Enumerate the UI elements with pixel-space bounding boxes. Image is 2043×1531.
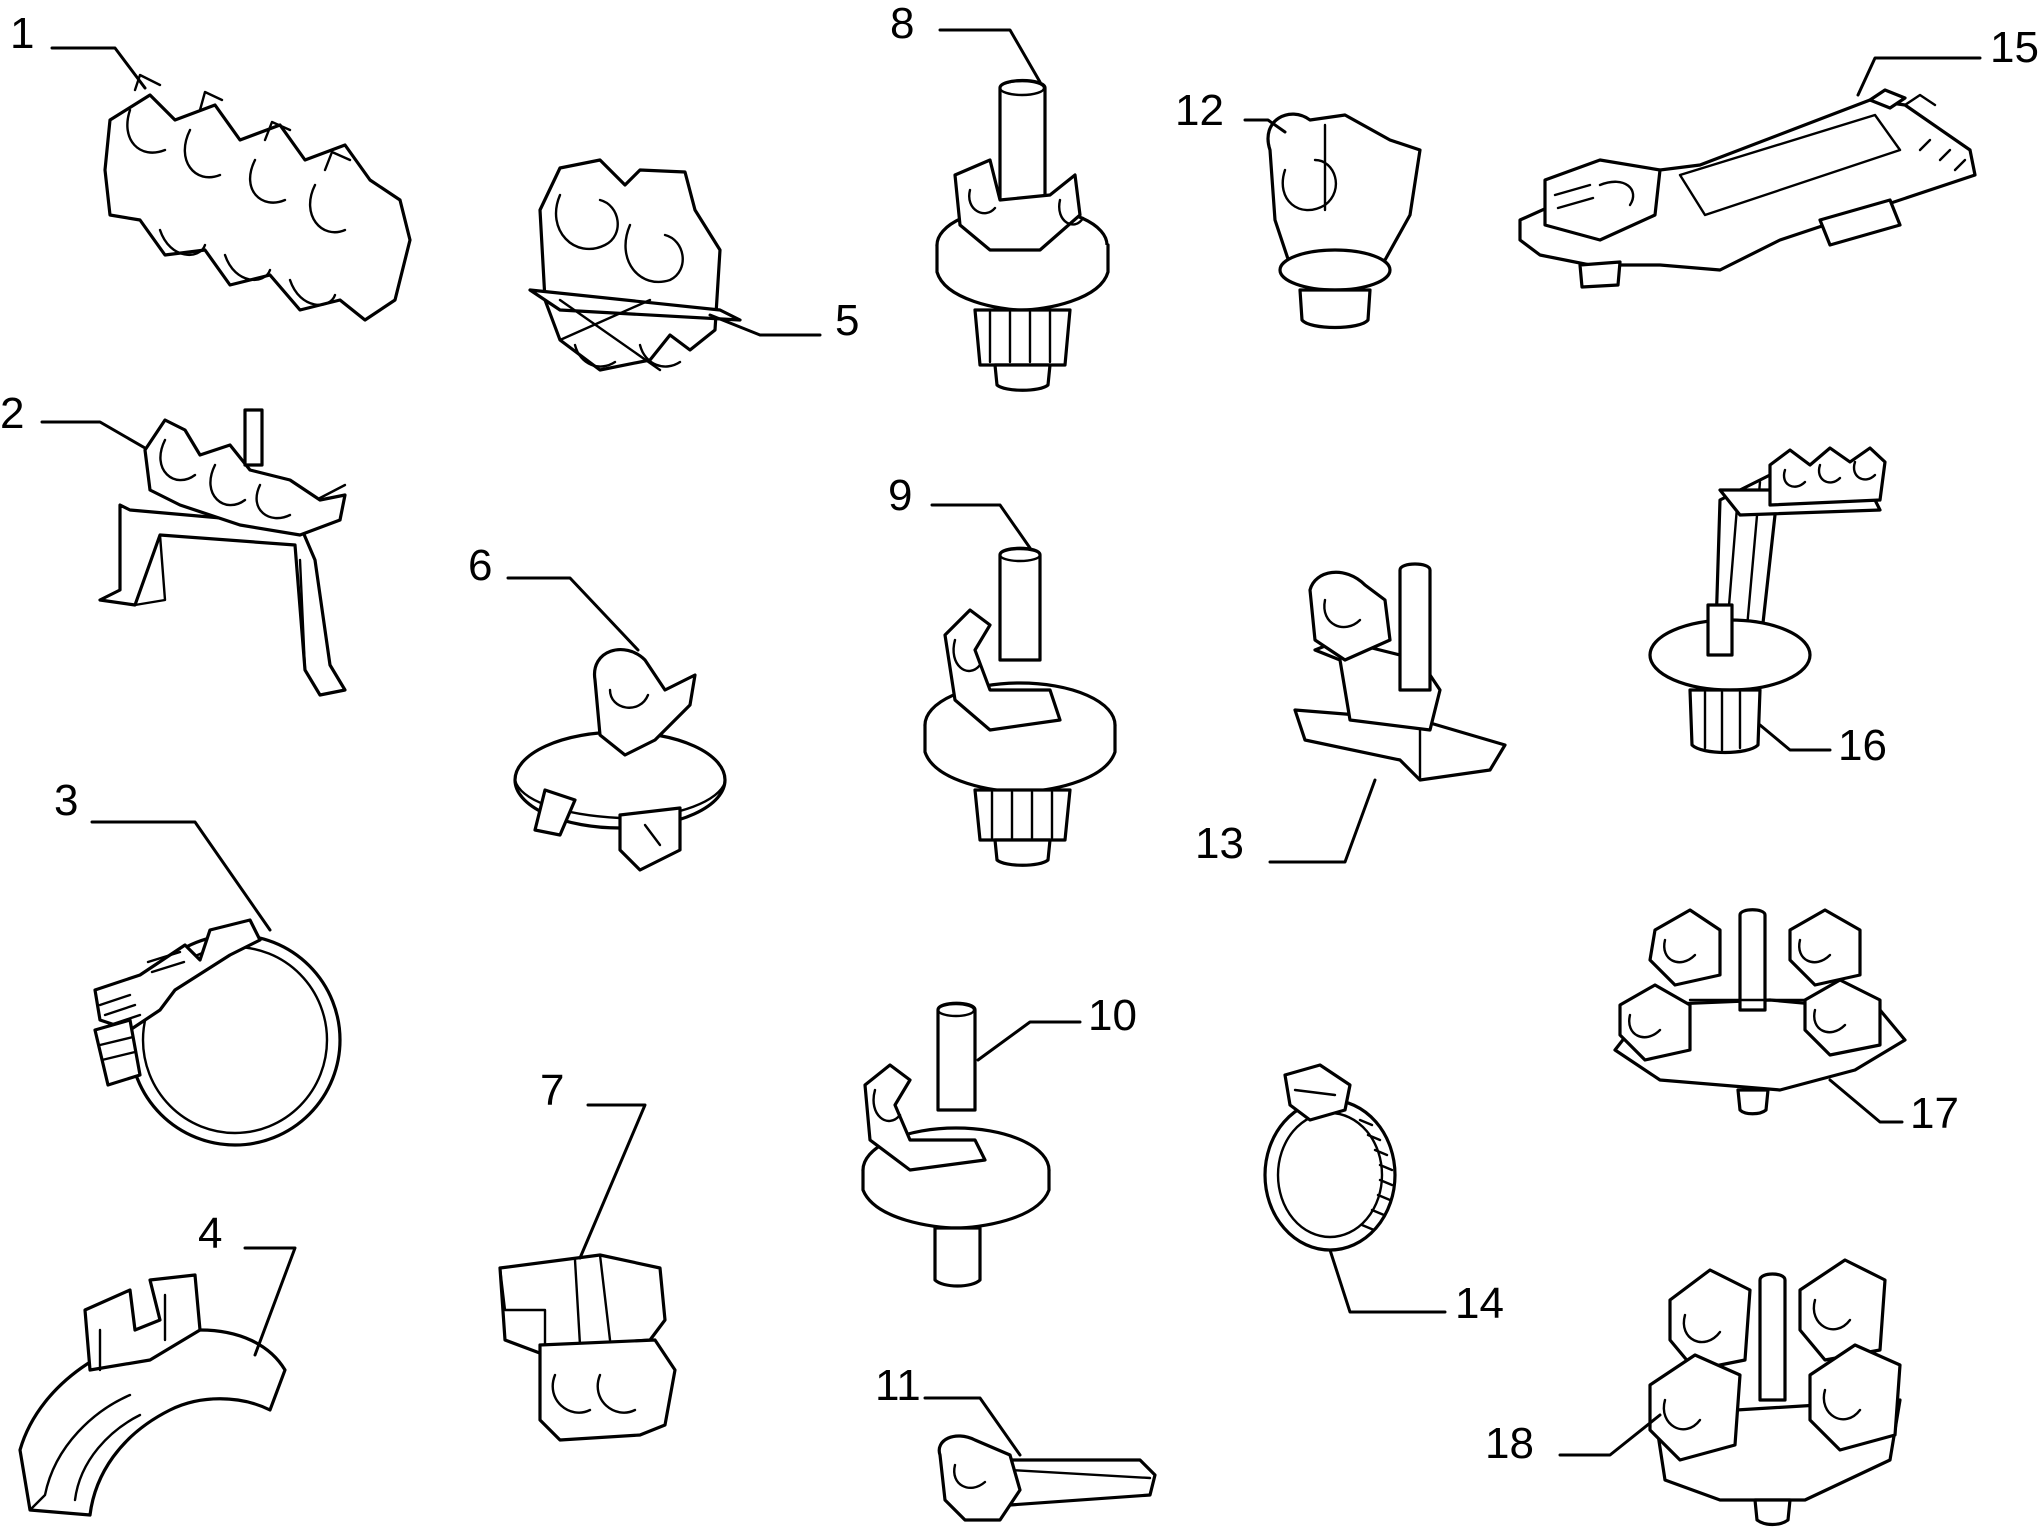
- leader-10: [976, 1020, 1082, 1062]
- part-16-stalk-clip: [1648, 446, 1887, 755]
- part-8-pin-clip: [935, 78, 1110, 392]
- leader-4: [243, 1246, 297, 1357]
- callout-12: 12: [1175, 86, 1224, 135]
- part-13-sled-clip: [1293, 562, 1507, 782]
- leader-13: [1268, 778, 1377, 864]
- part-1-clip-strip: [103, 73, 412, 322]
- callout-1: 1: [10, 9, 34, 58]
- part-2-bracket-clip: [98, 408, 347, 697]
- leader-17: [1828, 1078, 1904, 1124]
- leader-2: [40, 420, 147, 450]
- callout-17: 17: [1910, 1089, 1959, 1138]
- part-9-pin-clip: [923, 546, 1117, 867]
- leader-14: [1328, 1248, 1447, 1314]
- part-12-u-clip: [1266, 112, 1422, 330]
- leader-12: [1243, 118, 1287, 134]
- leader-16: [1758, 723, 1832, 752]
- part-18-round-4-clip: [1648, 1258, 1902, 1527]
- part-4-arc-clip: [18, 1273, 287, 1517]
- part-11-strap-clip: [937, 1434, 1157, 1522]
- leader-7: [578, 1103, 647, 1260]
- part-15-clip-rail: [1518, 88, 1977, 289]
- part-6-cap-clip: [513, 648, 727, 872]
- callout-4: 4: [198, 1209, 222, 1258]
- callout-13: 13: [1195, 819, 1244, 868]
- callout-2: 2: [0, 389, 24, 438]
- leader-15: [1856, 56, 1982, 97]
- leader-6: [506, 576, 640, 652]
- leader-11: [923, 1396, 1022, 1457]
- leader-5: [708, 313, 822, 337]
- part-14-hose-clamp: [1263, 1063, 1397, 1252]
- leader-9: [930, 503, 1032, 550]
- part-17-hex-4-clip: [1613, 908, 1907, 1116]
- callout-7: 7: [540, 1066, 564, 1115]
- callout-10: 10: [1088, 991, 1137, 1040]
- part-10-pin-clip: [861, 1001, 1051, 1288]
- callout-8: 8: [890, 0, 914, 48]
- callout-11: 11: [875, 1361, 921, 1410]
- part-5-tube-clip: [528, 158, 742, 372]
- callout-16: 16: [1838, 721, 1887, 770]
- callout-15: 15: [1990, 23, 2039, 72]
- callout-18: 18: [1485, 1419, 1534, 1468]
- part-3-band-clamp: [93, 918, 342, 1147]
- callout-6: 6: [468, 541, 492, 590]
- leader-1: [50, 46, 147, 90]
- leader-8: [938, 28, 1042, 84]
- callout-9: 9: [888, 471, 912, 520]
- callout-3: 3: [54, 776, 78, 825]
- leader-18: [1558, 1413, 1662, 1457]
- leader-3: [90, 820, 272, 932]
- part-7-stacked-clip: [498, 1253, 677, 1442]
- callout-14: 14: [1455, 1279, 1504, 1328]
- callout-5: 5: [835, 296, 859, 345]
